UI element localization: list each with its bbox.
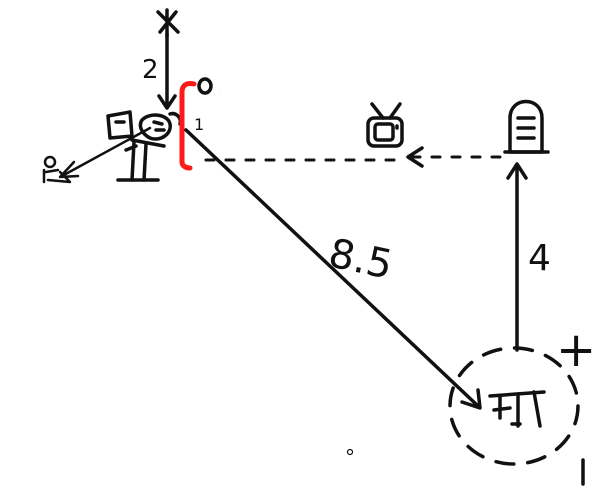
red-top-mark-label: 0 <box>220 89 221 91</box>
vertical-arrow-long <box>506 162 528 352</box>
tv-icon <box>366 102 404 148</box>
minus-sign-label: - <box>0 0 1 1</box>
sun-icon <box>156 8 180 38</box>
diagonal-distance-label: 8.5 <box>325 230 397 288</box>
small-dot <box>346 448 354 456</box>
plus-sign-label: + <box>556 322 596 378</box>
tombstone-icon <box>503 99 550 154</box>
top-distance-label: 2 <box>142 55 159 85</box>
dashed-arrow-to-tv <box>406 146 502 168</box>
vertical-distance-label: 4 <box>528 238 551 279</box>
diagonal-arrow <box>184 128 482 410</box>
red-height-bracket <box>179 81 197 171</box>
view-direction-arrow <box>58 126 152 179</box>
red-mid-mark-label: 1 <box>194 115 204 134</box>
table-icon <box>488 390 546 428</box>
eye-icon <box>42 155 72 184</box>
vertical-arrow-short <box>157 32 177 110</box>
red-top-mark: 0 <box>197 77 221 95</box>
person-at-desk-icon <box>106 110 183 182</box>
area-dashed-circle <box>448 346 580 466</box>
